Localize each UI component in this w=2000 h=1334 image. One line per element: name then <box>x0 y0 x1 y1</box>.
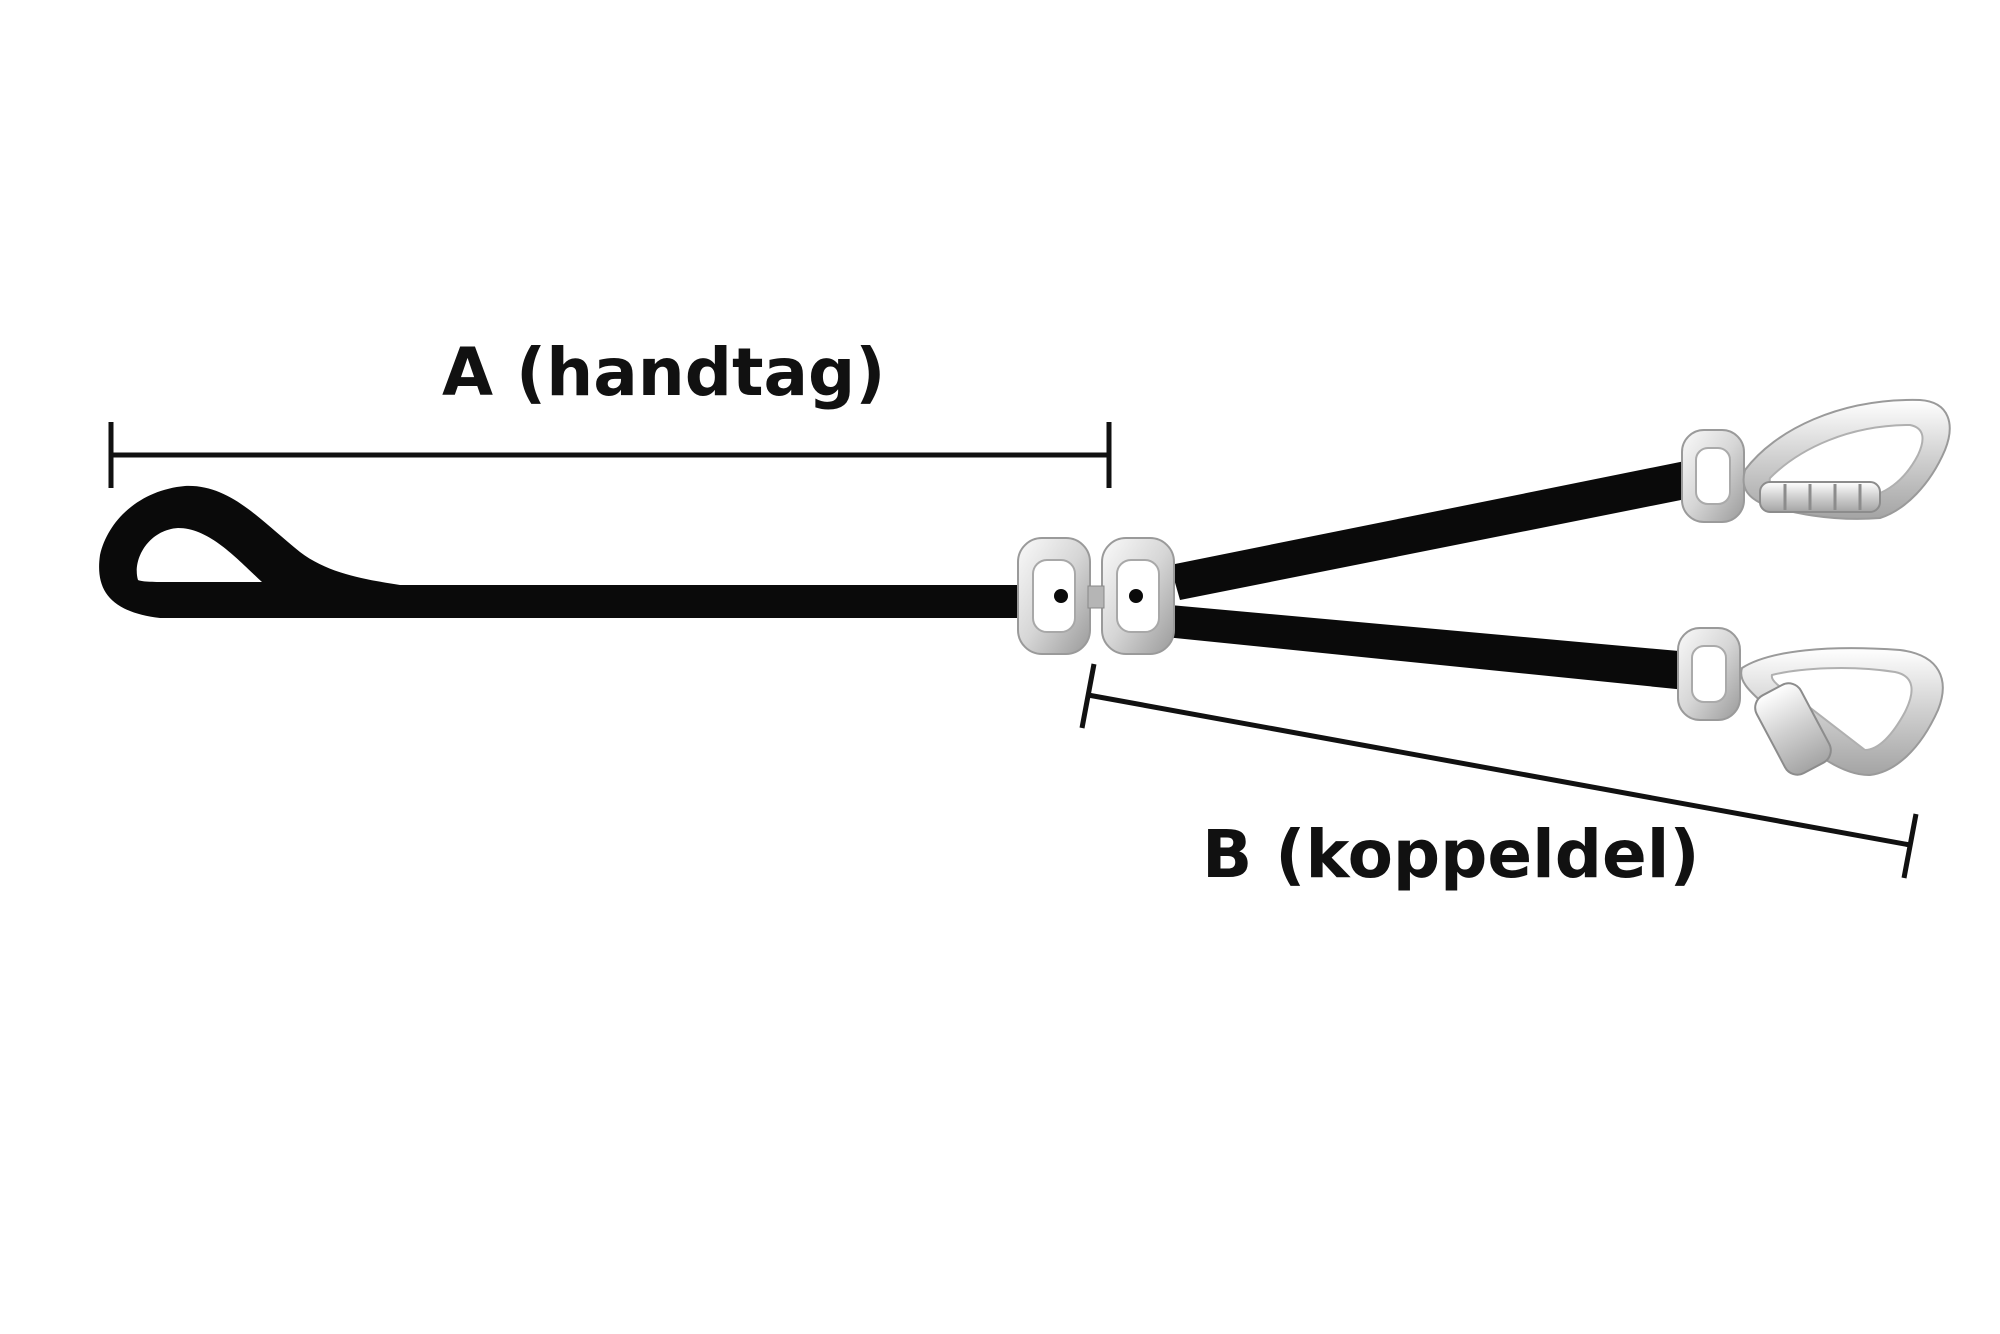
double-swivel-icon <box>1017 537 1175 655</box>
leash-handle <box>99 485 1026 618</box>
dimension-a-line <box>108 422 1112 488</box>
dimension-a-label: A (handtag) <box>442 334 886 411</box>
leash-split-straps <box>1165 460 1696 690</box>
dimension-b-line <box>1079 663 1919 879</box>
upper-carabiner-icon <box>1681 398 1951 523</box>
dimension-b-label: B (koppeldel) <box>1202 816 1700 893</box>
lower-carabiner-icon <box>1677 627 1944 777</box>
